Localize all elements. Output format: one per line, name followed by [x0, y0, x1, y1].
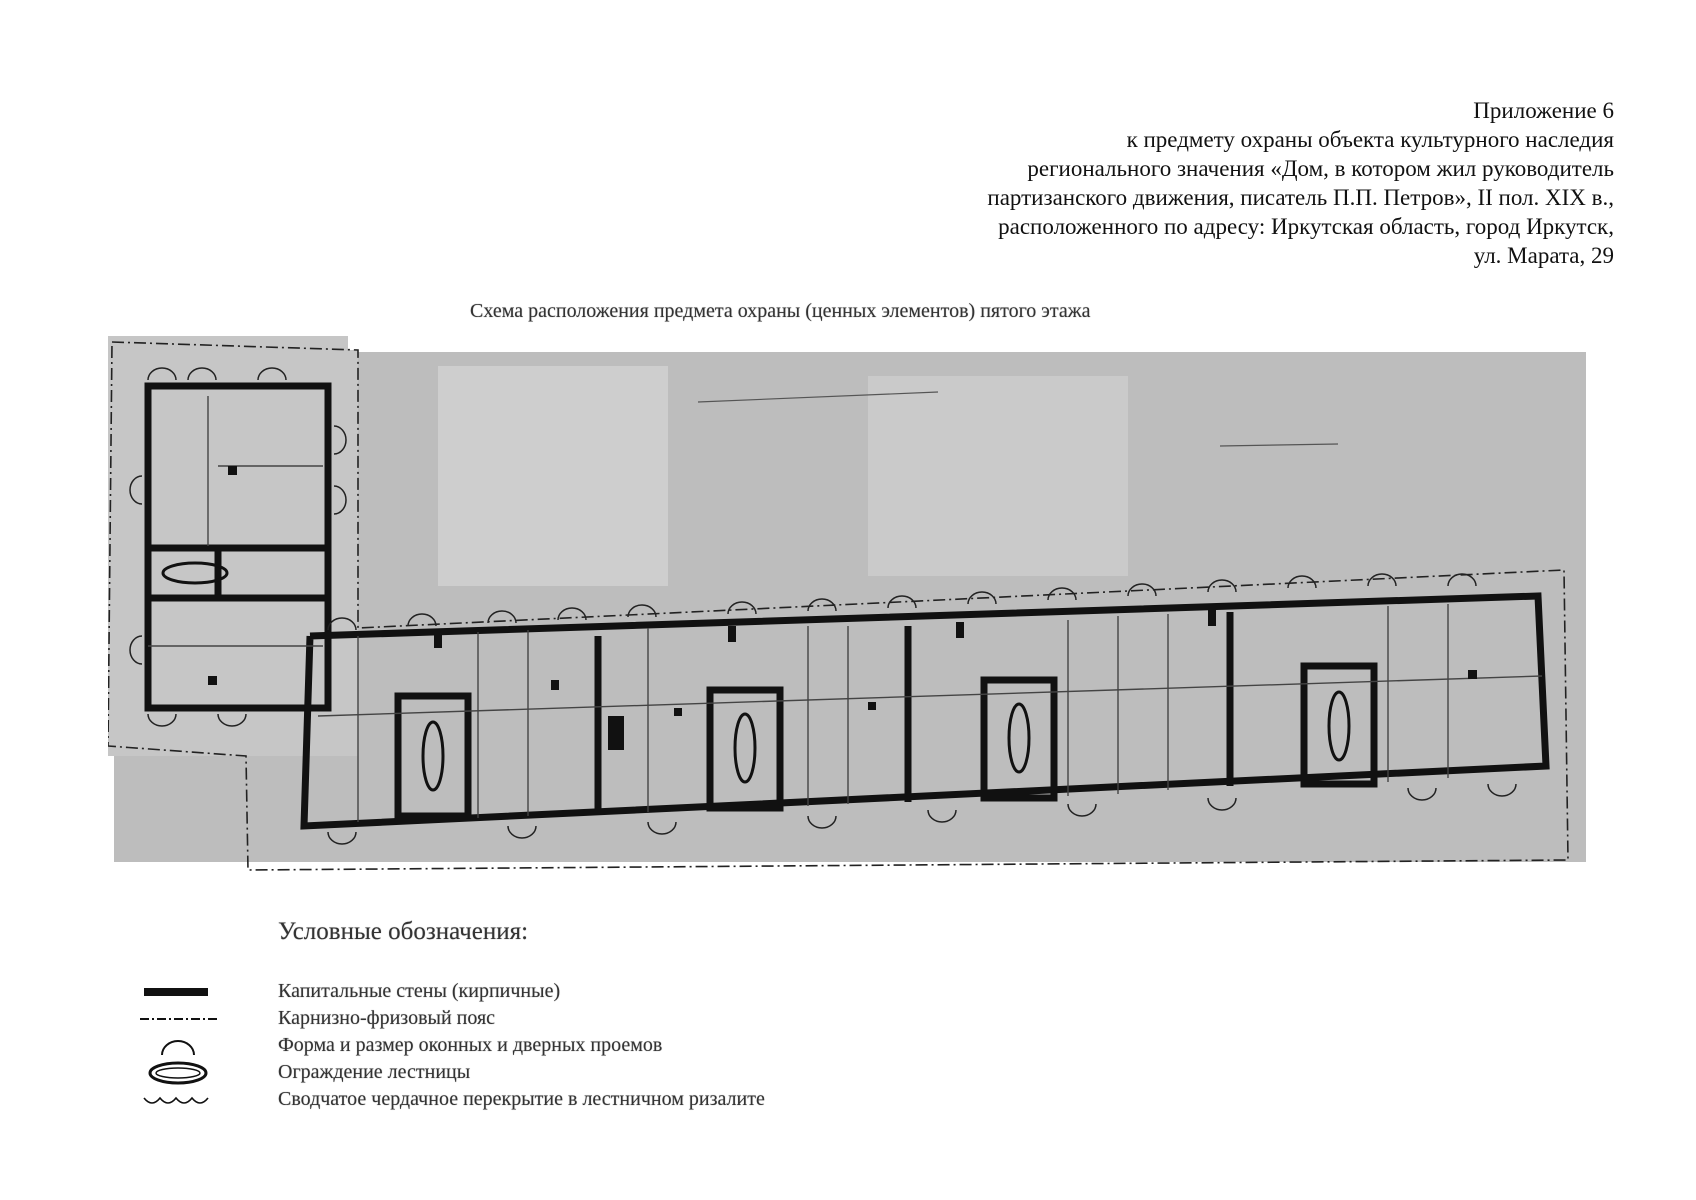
appendix-header: Приложение 6 к предмету охраны объекта к… — [714, 96, 1614, 270]
appendix-line-5: ул. Марата, 29 — [1473, 243, 1614, 268]
legend-label: Карнизно-фризовый пояс — [278, 1007, 496, 1029]
legend-item: Карнизно-фризовый пояс — [140, 1005, 940, 1032]
wavy-vault-icon — [143, 1096, 209, 1104]
stair-railing-ellipse-icon — [148, 1061, 208, 1084]
cornice-outline — [108, 341, 1569, 871]
appendix-line-4: расположенного по адресу: Иркутская обла… — [998, 214, 1614, 239]
scan-annotations — [697, 391, 1339, 447]
scheme-title: Схема расположения предмета охраны (ценн… — [470, 300, 1091, 322]
legend-item: Ограждение лестницы — [140, 1059, 940, 1086]
appendix-line-1: к предмету охраны объекта культурного на… — [1126, 127, 1614, 152]
legend-title: Условные обозначения: — [278, 918, 529, 945]
capital-walls — [144, 382, 1550, 830]
legend-label: Форма и размер оконных и дверных проемов — [278, 1034, 663, 1056]
legend-item: Капитальные стены (кирпичные) — [140, 978, 940, 1005]
appendix-number: Приложение 6 — [1473, 98, 1614, 123]
dash-dot-line-icon — [140, 1017, 218, 1020]
arch-opening-icon — [161, 1039, 195, 1055]
window-arches — [129, 367, 1517, 845]
legend-label: Капитальные стены (кирпичные) — [278, 980, 561, 1002]
stair-risalits — [394, 662, 1378, 820]
partitions — [148, 396, 1543, 822]
stair-railings — [161, 561, 1351, 792]
legend-item: Форма и размер оконных и дверных проемов — [140, 1032, 940, 1059]
piers — [208, 466, 1477, 750]
legend-label: Ограждение лестницы — [278, 1061, 471, 1083]
capital-wall-icon — [144, 987, 208, 996]
appendix-line-3: партизанского движения, писатель П.П. Пе… — [987, 185, 1614, 210]
legend-item: Сводчатое чердачное перекрытие в лестнич… — [140, 1086, 940, 1113]
legend: Капитальные стены (кирпичные) Карнизно-ф… — [140, 978, 940, 1113]
floor-plan — [108, 336, 1586, 871]
appendix-line-2: регионального значения «Дом, в котором ж… — [1027, 156, 1614, 181]
legend-label: Сводчатое чердачное перекрытие в лестнич… — [278, 1088, 765, 1110]
